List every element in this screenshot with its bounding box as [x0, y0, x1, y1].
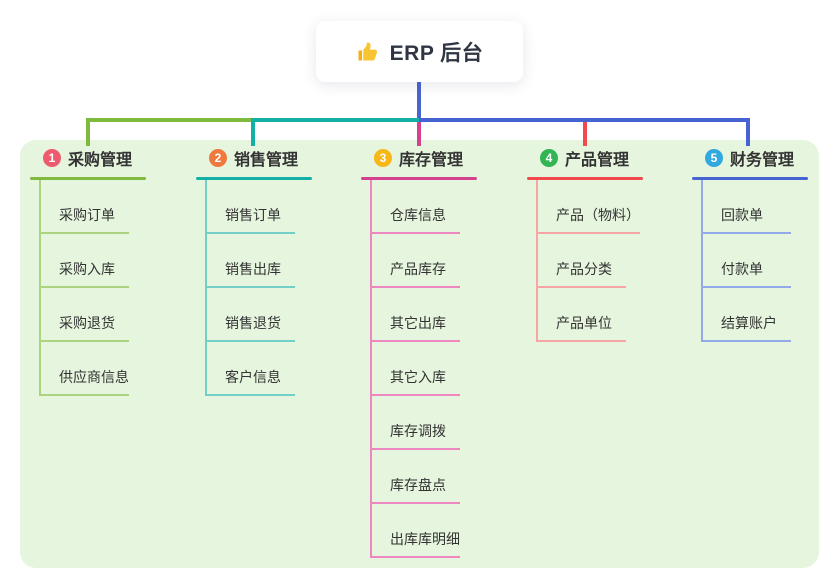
branch-topic-label: 采购管理	[68, 152, 133, 169]
branch-inventory-topic[interactable]: 3 库存管理	[361, 146, 477, 170]
child-node[interactable]: 仓库信息	[372, 180, 460, 234]
branch-purchase: 1 采购管理 采购订单 采购入库 采购退货 供应商信息	[30, 146, 146, 396]
branch-product-topic[interactable]: 4 产品管理	[527, 146, 643, 170]
branch-purchase-topic[interactable]: 1 采购管理	[30, 146, 146, 170]
child-node[interactable]: 产品分类	[538, 234, 626, 288]
child-node[interactable]: 客户信息	[207, 342, 295, 396]
branch-finance: 5 财务管理 回款单 付款单 结算账户	[692, 146, 808, 342]
child-node[interactable]: 销售订单	[207, 180, 295, 234]
branch-product: 4 产品管理 产品（物料） 产品分类 产品单位	[527, 146, 643, 342]
branch-number-badge: 5	[705, 149, 723, 167]
child-node[interactable]: 付款单	[703, 234, 791, 288]
child-node[interactable]: 产品库存	[372, 234, 460, 288]
child-node[interactable]: 其它出库	[372, 288, 460, 342]
connector-branch1-drop	[86, 118, 90, 146]
child-node[interactable]: 采购订单	[41, 180, 129, 234]
connector-branch2-horizontal	[251, 118, 421, 122]
child-node[interactable]: 库存盘点	[372, 450, 460, 504]
branch-topic-label: 库存管理	[399, 152, 464, 169]
branch-topic-label: 产品管理	[565, 152, 630, 169]
root-title: ERP 后台	[389, 41, 484, 65]
thumbs-up-icon	[358, 42, 377, 60]
branch-children: 采购订单 采购入库 采购退货 供应商信息	[39, 180, 146, 396]
child-node[interactable]: 产品（物料）	[538, 180, 640, 234]
branch-number-badge: 2	[209, 149, 227, 167]
child-node[interactable]: 供应商信息	[41, 342, 129, 396]
branch-topic-label: 销售管理	[234, 152, 299, 169]
child-node[interactable]: 销售退货	[207, 288, 295, 342]
branch-children: 产品（物料） 产品分类 产品单位	[536, 180, 643, 342]
child-node[interactable]: 销售出库	[207, 234, 295, 288]
child-node[interactable]: 回款单	[703, 180, 791, 234]
branch-finance-topic[interactable]: 5 财务管理	[692, 146, 808, 170]
branch-inventory: 3 库存管理 仓库信息 产品库存 其它出库 其它入库 库存调拨 库存盘点 出库库…	[361, 146, 477, 558]
branch-topic-underline	[361, 177, 477, 180]
child-node[interactable]: 采购入库	[41, 234, 129, 288]
connector-branch5-drop	[746, 118, 750, 146]
child-node[interactable]: 采购退货	[41, 288, 129, 342]
child-node[interactable]: 库存调拨	[372, 396, 460, 450]
branch-topic-underline	[527, 177, 643, 180]
branch-children: 回款单 付款单 结算账户	[701, 180, 808, 342]
child-node[interactable]: 产品单位	[538, 288, 626, 342]
branch-sales: 2 销售管理 销售订单 销售出库 销售退货 客户信息	[196, 146, 312, 396]
connector-branch2-drop	[251, 118, 255, 146]
branches-panel	[20, 140, 819, 568]
connector-branch5-horizontal	[419, 118, 750, 122]
branch-children: 仓库信息 产品库存 其它出库 其它入库 库存调拨 库存盘点 出库库明细	[370, 180, 477, 558]
branch-number-badge: 4	[540, 149, 558, 167]
branch-topic-underline	[196, 177, 312, 180]
branch-topic-label: 财务管理	[730, 152, 795, 169]
connector-root-vertical	[417, 82, 421, 118]
child-node[interactable]: 出库库明细	[372, 504, 460, 558]
root-node[interactable]: ERP 后台	[316, 21, 523, 82]
child-node[interactable]: 结算账户	[703, 288, 791, 342]
branch-children: 销售订单 销售出库 销售退货 客户信息	[205, 180, 312, 396]
branch-topic-underline	[692, 177, 808, 180]
branch-number-badge: 1	[43, 149, 61, 167]
connector-branch4-drop	[583, 122, 587, 146]
child-node[interactable]: 其它入库	[372, 342, 460, 396]
connector-branch3-drop	[417, 122, 421, 146]
branch-sales-topic[interactable]: 2 销售管理	[196, 146, 312, 170]
branch-topic-underline	[30, 177, 146, 180]
branch-number-badge: 3	[374, 149, 392, 167]
